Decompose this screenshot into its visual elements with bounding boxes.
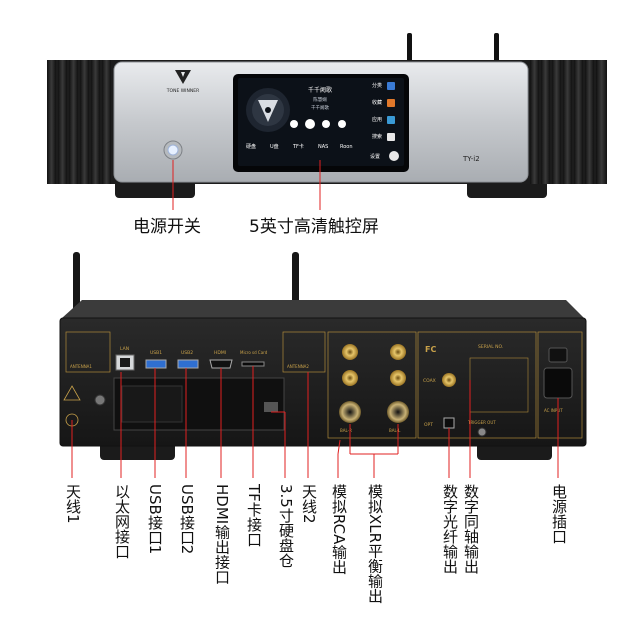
optical-port[interactable]: [443, 417, 455, 429]
menu-item-category[interactable]: 分类: [372, 82, 382, 89]
hdd-bay-latch: [264, 402, 278, 412]
tf-card-slot[interactable]: [241, 361, 265, 367]
front-fins-right: [530, 60, 607, 184]
callout-coax-out: 数字同轴输出: [462, 484, 480, 574]
playback-controls: [290, 119, 346, 129]
model-name: TY-i2: [462, 155, 480, 163]
label-antenna1: ANTENNA1: [70, 364, 92, 369]
favorites-icon: [387, 99, 395, 107]
label-trigger: TRIGGER OUT: [467, 420, 496, 425]
screen-song-title: 千千阙歌: [308, 86, 332, 94]
label-hdmi: HDMI: [214, 350, 226, 356]
rca-left-lower[interactable]: [342, 370, 358, 386]
label-usb2: USB2: [181, 350, 193, 356]
rear-top-lid: [62, 300, 584, 318]
screen-artist: 陈慧娴: [313, 96, 327, 103]
label-usb1: USB1: [150, 350, 162, 356]
label-antenna2: ANTENNA2: [287, 364, 309, 369]
xlr-outputs: [339, 401, 409, 423]
xlr-right-jack[interactable]: [339, 401, 361, 423]
hdd-bay-handle: [121, 385, 183, 423]
callout-rca-out: 模拟RCA输出: [330, 484, 348, 575]
screen-album: 千千阙歌: [311, 104, 329, 111]
screen-menu-right: 分类 收藏 应用 搜索 设置: [370, 82, 399, 161]
label-bal-l: BAL-L: [389, 428, 401, 433]
usb2-port[interactable]: [177, 359, 199, 369]
hdmi-port[interactable]: [209, 359, 233, 369]
search-icon: [387, 133, 395, 141]
callout-power-switch: 电源开关: [133, 217, 201, 237]
label-bal-r: BAL-R: [340, 428, 352, 433]
rear-view: ANTENNA1 ANTENNA2 LAN USB1 USB2 HDMI Mic…: [59, 252, 587, 460]
rca-right-lower[interactable]: [390, 370, 406, 386]
usb1-port[interactable]: [145, 359, 167, 369]
fuse-holder: [548, 347, 568, 363]
source-tf[interactable]: TF卡: [292, 143, 304, 150]
apps-icon: [387, 116, 395, 124]
source-nas[interactable]: NAS: [318, 144, 328, 150]
power-button[interactable]: [163, 140, 183, 160]
label-opt: OPT: [424, 422, 433, 428]
rca-right-upper[interactable]: [390, 344, 406, 360]
callout-hdd-bay: 3.5寸硬盘仓: [277, 484, 295, 568]
front-antenna-right: [494, 33, 499, 63]
category-icon: [387, 82, 395, 90]
coax-jack[interactable]: [442, 373, 456, 387]
menu-item-search[interactable]: 搜索: [372, 133, 382, 140]
album-art: [246, 88, 290, 132]
screen-menu-bottom: 硬盘 U盘 TF卡 NAS Roon: [246, 143, 353, 150]
play-pause-icon[interactable]: [305, 119, 315, 129]
menu-item-apps[interactable]: 应用: [372, 116, 382, 123]
callout-power-socket: 电源插口: [550, 484, 568, 544]
callout-optical-out: 数字光纤输出: [441, 484, 459, 574]
callout-antenna1: 天线1: [64, 484, 82, 524]
callout-ethernet: 以太网接口: [113, 484, 131, 559]
source-roon[interactable]: Roon: [340, 144, 353, 150]
lan-port-socket: [120, 358, 130, 367]
label-serial: SERIAL NO.: [478, 344, 503, 350]
source-udisk[interactable]: U盘: [270, 143, 279, 150]
front-view: TONE WINNER 千千阙歌 陈慧娴 千千阙歌 分类: [47, 33, 607, 210]
callout-usb1: USB接口1: [146, 484, 164, 555]
rca-outputs: [342, 344, 406, 386]
menu-item-settings[interactable]: 设置: [370, 153, 380, 160]
power-socket[interactable]: [543, 367, 573, 399]
next-icon[interactable]: [322, 120, 330, 128]
brand-logo: [175, 70, 191, 84]
prev-icon[interactable]: [290, 120, 298, 128]
callout-touchscreen: 5英寸高清触控屏: [249, 217, 379, 237]
callout-usb2: USB接口2: [178, 484, 196, 555]
callout-line-rca-h: [337, 439, 341, 455]
label-lan: LAN: [120, 346, 129, 352]
trigger-jack[interactable]: [477, 427, 487, 437]
label-microsd: Micro sd Card: [240, 350, 268, 355]
label-ac-input: AC INPUT: [544, 408, 563, 413]
label-fc: FC: [425, 345, 436, 354]
callout-antenna2: 天线2: [300, 484, 318, 524]
gear-icon: [389, 151, 399, 161]
front-fins-left: [47, 60, 111, 184]
menu-item-favorites[interactable]: 收藏: [372, 99, 382, 106]
callout-tf-slot: TF卡接口: [245, 484, 263, 547]
brand-name: TONE WINNER: [166, 88, 199, 94]
callout-hdmi-out: HDMI输出接口: [213, 484, 231, 585]
ground-screw: [94, 394, 106, 406]
source-hdd[interactable]: 硬盘: [246, 143, 256, 150]
front-antenna-left: [407, 33, 412, 63]
repeat-icon[interactable]: [338, 120, 346, 128]
rear-callout-lines: [71, 366, 559, 478]
xlr-left-jack[interactable]: [387, 401, 409, 423]
rear-panel-outlines: [65, 331, 583, 439]
callout-xlr-out: 模拟XLR平衡输出: [366, 484, 384, 604]
label-coax: COAX: [423, 378, 436, 384]
rca-left-upper[interactable]: [342, 344, 358, 360]
